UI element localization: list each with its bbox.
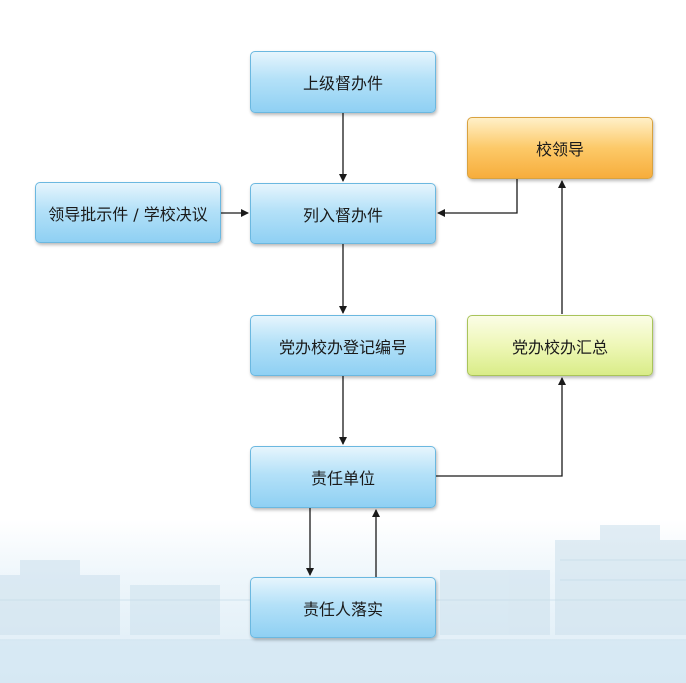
node-office-summary: 党办校办汇总	[467, 315, 653, 376]
node-leader-instructions: 领导批示件 / 学校决议	[35, 182, 221, 243]
node-school-leader-label: 校领导	[535, 140, 584, 159]
node-responsible-unit: 责任单位	[250, 446, 436, 508]
node-superior-supervision: 上级督办件	[250, 51, 436, 113]
arrow-unit-to-summary	[436, 377, 566, 477]
node-responsible-unit-label: 责任单位	[310, 469, 375, 488]
arrow-school-leader-to-list	[437, 179, 518, 217]
node-person-implementation: 责任人落实	[250, 577, 436, 638]
node-office-summary-label: 党办校办汇总	[511, 337, 608, 357]
node-superior-supervision-label: 上级督办件	[302, 74, 383, 93]
node-person-implementation-label: 责任人落实	[302, 599, 383, 619]
node-register-number: 党办校办登记编号	[250, 315, 436, 376]
node-leader-instructions-label: 领导批示件 / 学校决议	[48, 204, 208, 224]
node-school-leader: 校领导	[467, 117, 653, 179]
node-register-number-label: 党办校办登记编号	[278, 337, 407, 357]
node-list-supervision: 列入督办件	[250, 183, 436, 244]
node-list-supervision-label: 列入督办件	[302, 205, 383, 225]
